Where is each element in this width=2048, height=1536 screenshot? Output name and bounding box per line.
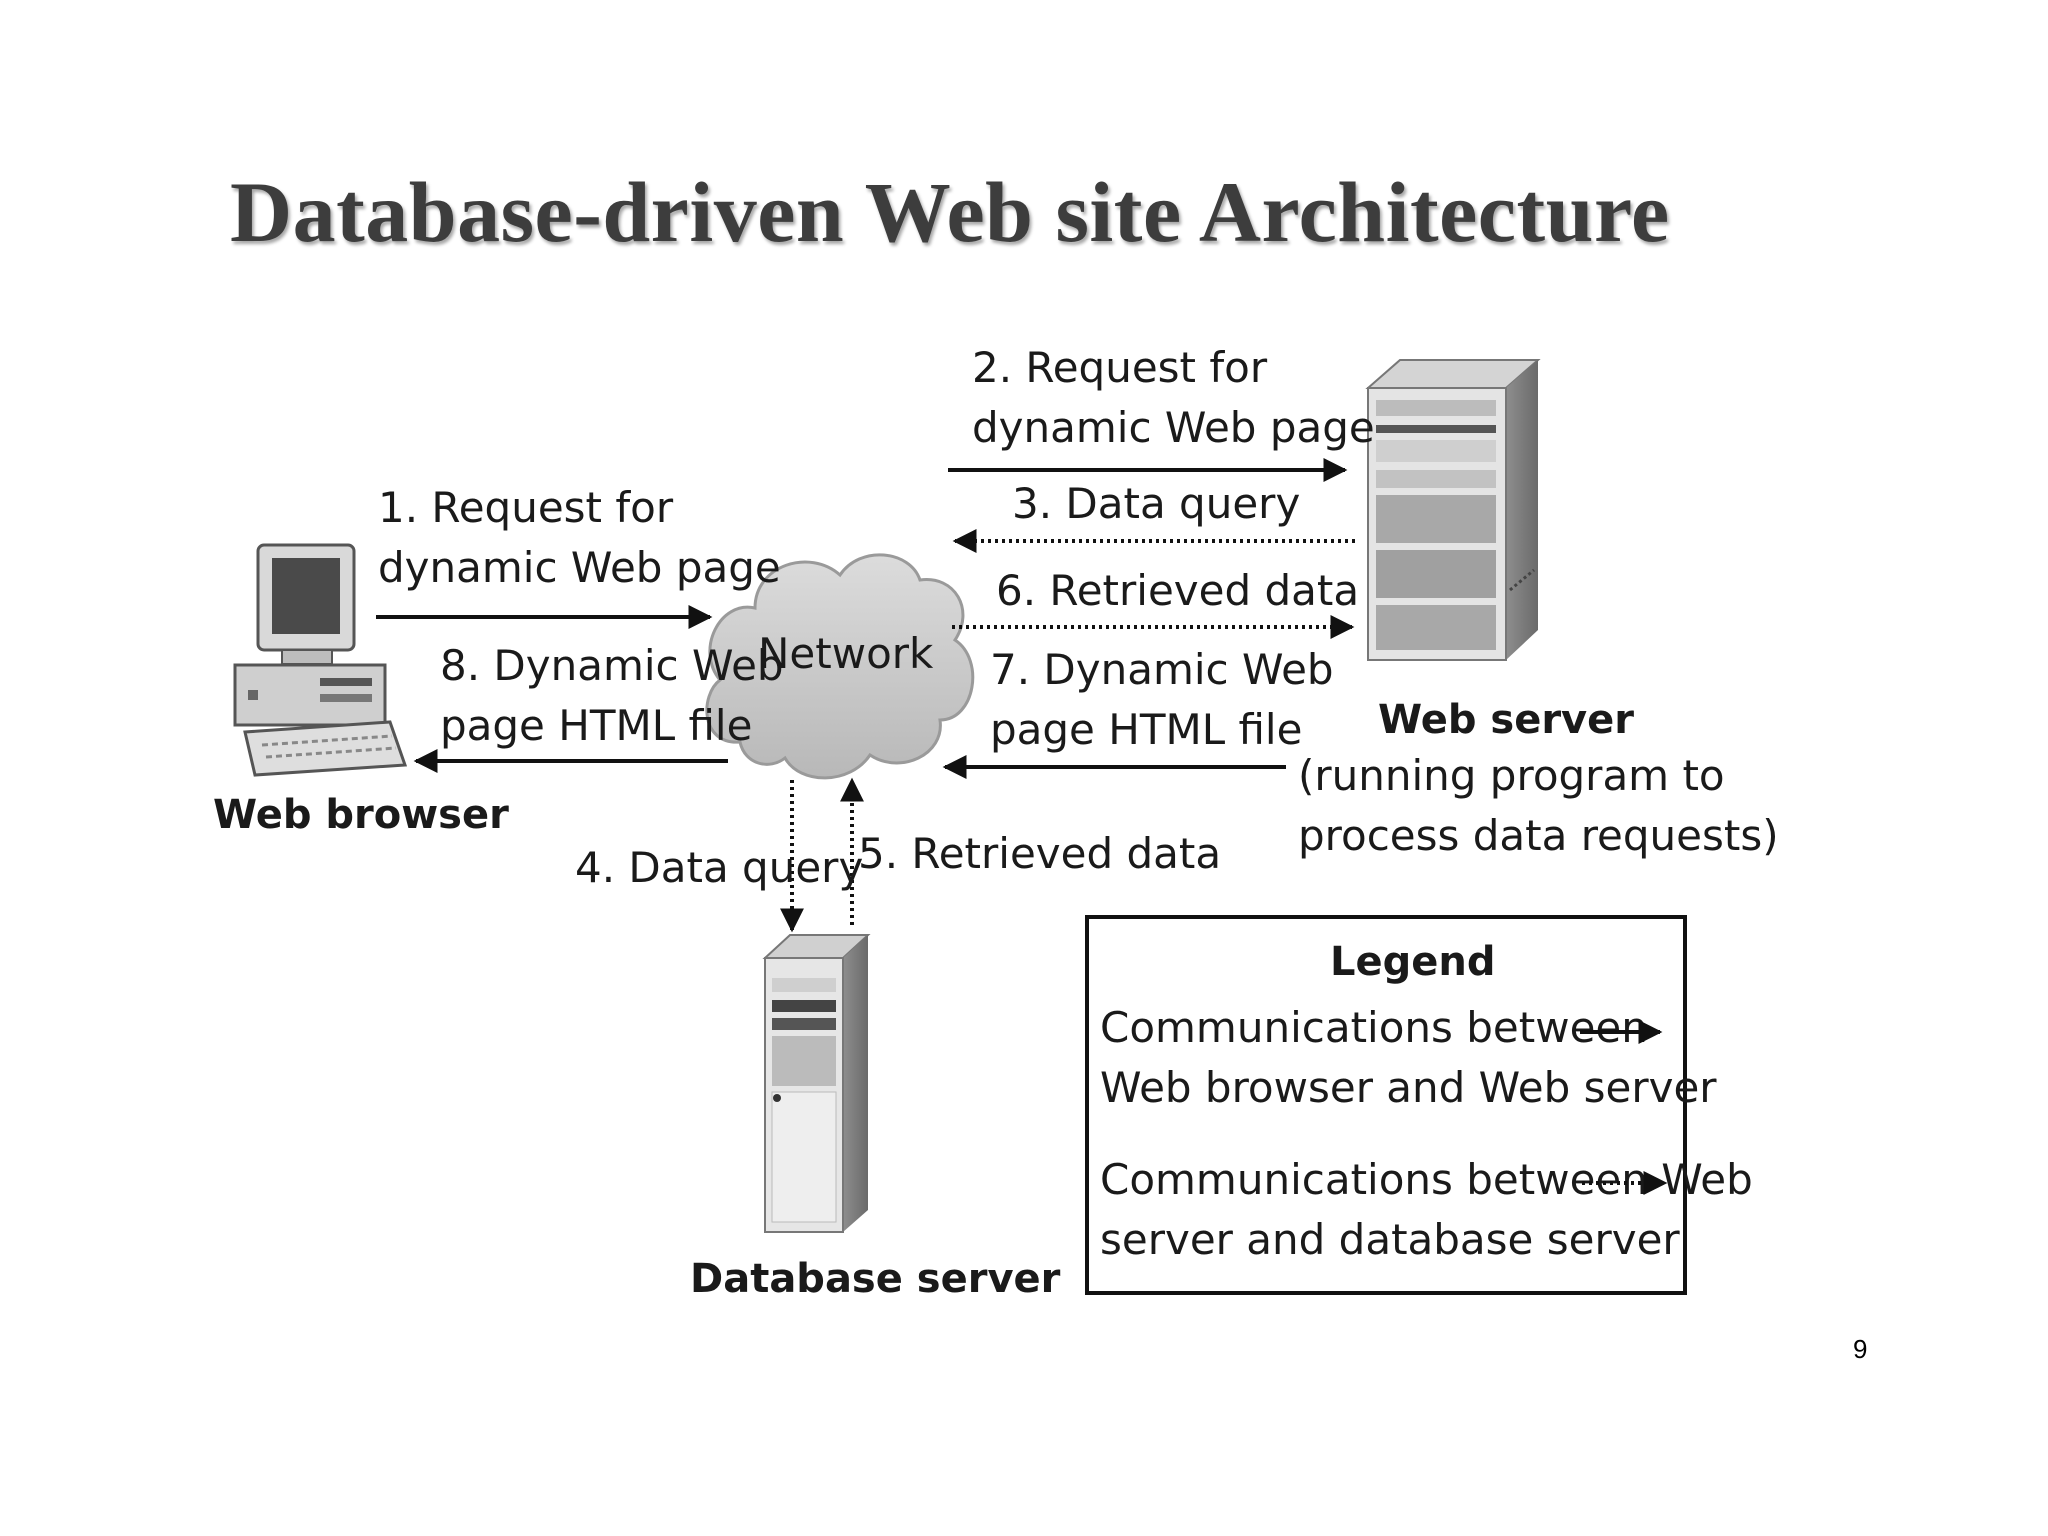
step-1-label-line1: 1. Request for [378,483,674,532]
computer-icon [233,543,408,777]
web-server-note-line1: (running program to [1298,751,1725,800]
page-number: 9 [1853,1334,1868,1364]
slide-title: Database-driven Web site Architecture [230,164,1670,260]
step-8-label-line1: 8. Dynamic Web [440,641,784,690]
step-6-label: 6. Retrieved data [996,566,1359,615]
step-2-label-line2: dynamic Web page [972,403,1375,452]
step-8-label-line2: page HTML file [440,701,752,750]
network-label: Network [758,629,934,678]
step-3-label: 3. Data query [1012,479,1300,528]
legend: Legend Communications between Web browse… [1085,915,1753,1295]
legend-box [1085,915,1687,1295]
database-server-label: Database server [690,1256,1061,1302]
step-7-label-line2: page HTML file [990,705,1302,754]
web-server-note-line2: process data requests) [1298,811,1779,860]
legend-solid-line2: Web browser and Web server [1100,1063,1717,1112]
legend-solid-line1: Communications between [1100,1003,1648,1052]
legend-title: Legend [1330,939,1496,985]
cloud-icon [705,553,975,780]
step-4-label: 4. Data query [575,843,863,892]
database-server-icon [762,934,871,1233]
step-2-label-line1: 2. Request for [972,343,1268,392]
step-7-label-line1: 7. Dynamic Web [990,645,1334,694]
web-server-label: Web server [1378,697,1634,743]
web-browser-label: Web browser [213,792,509,838]
legend-dotted-line1: Communications between Web [1100,1155,1753,1204]
step-1-label-line2: dynamic Web page [378,543,781,592]
step-5-label: 5. Retrieved data [858,829,1221,878]
server-icon [1365,359,1541,661]
legend-dotted-line2: server and database server [1100,1215,1680,1264]
